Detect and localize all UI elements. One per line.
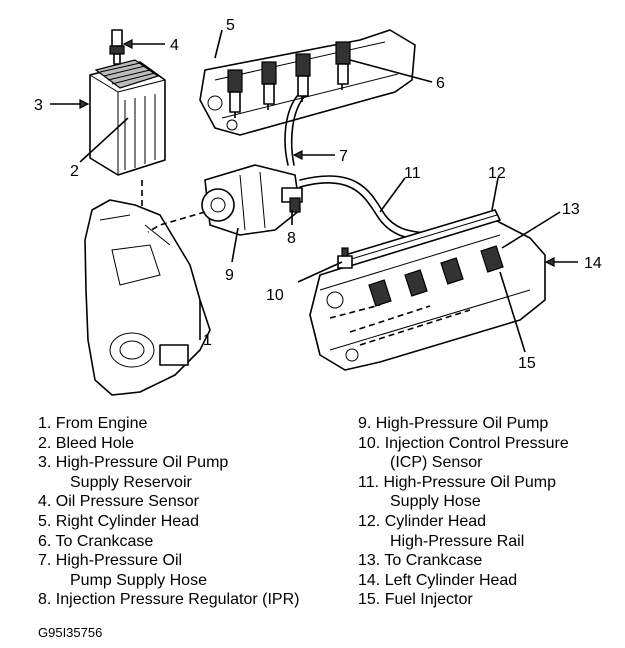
legend-item-10: 10. Injection Control Pressure [358, 434, 569, 452]
callout-2: 2 [70, 163, 79, 180]
legend-item-11: 11. High-Pressure Oil Pump [358, 473, 556, 491]
callout-13: 13 [562, 201, 580, 218]
callout-5: 5 [226, 17, 235, 34]
callout-10: 10 [266, 287, 284, 304]
engine-oil-system-diagram: 1 2 3 4 5 6 7 8 9 10 11 12 13 14 15 [34, 17, 602, 396]
legend-item-3: 3. High-Pressure Oil Pump [38, 454, 229, 472]
legend-item-4: 4. Oil Pressure Sensor [38, 493, 199, 511]
legend-right-column: 9. High-Pressure Oil Pump 10. Injection … [358, 414, 569, 610]
callout-4: 4 [170, 37, 179, 54]
callout-1: 1 [203, 332, 212, 349]
pump-to-cover-flow [147, 211, 206, 233]
pump-supply-hose-7-inner [290, 96, 305, 166]
figure-id: G95I35756 [38, 625, 103, 640]
supply-hose-11 [299, 175, 431, 236]
callout-11: 11 [404, 165, 421, 182]
legend-item-9: 9. High-Pressure Oil Pump [358, 415, 549, 432]
legend-item-11-cont: Supply Hose [390, 493, 481, 511]
supply-hose-11-inner [299, 181, 431, 243]
legend-item-15: 15. Fuel Injector [358, 591, 473, 609]
legend-left-column: 1. From Engine 2. Bleed Hole 3. High-Pre… [38, 414, 299, 610]
legend-item-2: 2. Bleed Hole [38, 434, 135, 452]
callout-6: 6 [436, 75, 445, 92]
callout-7: 7 [339, 148, 348, 165]
callout-8: 8 [287, 230, 296, 247]
engine-front-cover [84, 199, 211, 396]
callout-9: 9 [225, 267, 234, 284]
left-head-oil-flow [329, 304, 471, 346]
legend-item-14: 14. Left Cylinder Head [358, 571, 518, 589]
callout-3: 3 [34, 97, 43, 114]
oil-pressure-sensor [109, 29, 125, 65]
callout-arrows [50, 29, 578, 353]
left-bank-injectors [368, 245, 504, 307]
callout-12: 12 [488, 165, 506, 182]
legend-item-6: 6. To Crankcase [38, 532, 154, 550]
right-head-oil-flow [234, 84, 343, 122]
icp-sensor [337, 247, 353, 269]
legend-item-7: 7. High-Pressure Oil [38, 552, 183, 570]
legend-item-13: 13. To Crankcase [358, 552, 483, 570]
callout-labels: 1 2 3 4 5 6 7 8 9 10 11 12 13 14 15 [34, 17, 602, 372]
legend-item-7-cont: Pump Supply Hose [70, 571, 207, 589]
legend-item-8: 8. Injection Pressure Regulator (IPR) [38, 591, 300, 609]
callout-15: 15 [518, 355, 536, 372]
legend-item-1: 1. From Engine [38, 415, 148, 432]
legend-item-12: 12. Cylinder Head [358, 512, 487, 530]
legend-item-10-cont: (ICP) Sensor [390, 454, 483, 472]
injection-pressure-regulator [281, 187, 303, 213]
legend-item-3-cont: Supply Reservoir [70, 473, 192, 491]
callout-14: 14 [584, 255, 602, 272]
high-pressure-oil-pump [201, 164, 301, 236]
legend-item-12-cont: High-Pressure Rail [390, 532, 525, 550]
pump-supply-hose-7 [284, 94, 299, 166]
legend-item-5: 5. Right Cylinder Head [38, 512, 199, 530]
